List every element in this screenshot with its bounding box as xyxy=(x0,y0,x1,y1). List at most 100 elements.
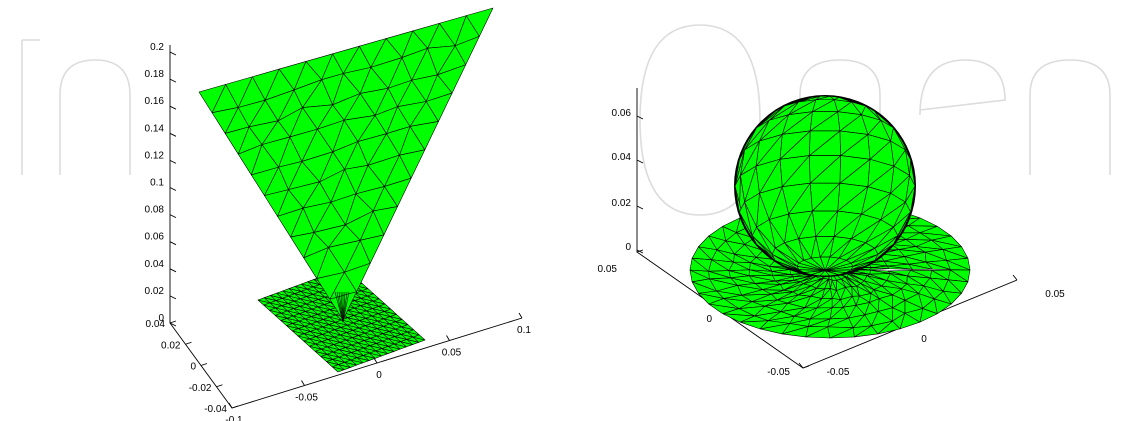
triangle-plate-mesh xyxy=(198,7,494,321)
mesh-triangle xyxy=(384,177,412,207)
watermark xyxy=(21,24,1111,216)
mesh-triangle xyxy=(908,263,933,270)
sphere-mesh xyxy=(734,95,916,277)
x-tick-mark xyxy=(798,362,804,369)
mesh-triangle xyxy=(946,260,971,271)
y-tick-label: -0.05 xyxy=(767,367,790,378)
feed-point-mesh xyxy=(334,291,350,323)
z-tick-mark xyxy=(636,115,644,120)
x-tick-label: 0.05 xyxy=(442,348,462,359)
mesh-triangle xyxy=(378,303,392,310)
z-tick-label: 0 xyxy=(625,242,631,253)
z-tick-label: 0.04 xyxy=(612,152,632,163)
y-tick-label: 0 xyxy=(190,362,196,373)
mesh-triangle xyxy=(372,206,398,236)
mesh-triangle xyxy=(897,211,911,236)
x-tick-mark xyxy=(301,380,305,386)
x-tick-label: -0.05 xyxy=(827,367,850,378)
z-tick-mark xyxy=(169,105,177,110)
mesh-triangle xyxy=(409,121,439,151)
y-tick-mark xyxy=(200,363,208,366)
mesh-triangle xyxy=(389,313,403,320)
feed-line xyxy=(342,291,346,323)
mesh-triangle xyxy=(401,324,414,331)
x-tick-label: -0.1 xyxy=(225,415,243,421)
z-tick-label: 0.04 xyxy=(145,259,165,270)
feed-line xyxy=(340,291,344,323)
mesh-triangle xyxy=(886,265,913,270)
z-tick-mark xyxy=(169,51,177,56)
z-tick-label: 0.2 xyxy=(150,42,164,53)
x-tick-mark xyxy=(446,335,450,341)
z-tick-label: 0.02 xyxy=(612,198,632,209)
mesh-triangle xyxy=(734,149,745,187)
mesh-triangle xyxy=(399,149,426,179)
mesh-triangle xyxy=(784,97,812,107)
y-tick-mark xyxy=(169,320,177,324)
feed-line xyxy=(342,291,350,323)
y-tick-mark xyxy=(231,405,239,409)
mesh-triangle xyxy=(412,334,426,341)
z-tick-mark xyxy=(636,205,644,210)
mesh-triangle xyxy=(359,234,385,264)
z-tick-label: 0.08 xyxy=(145,205,165,216)
mesh-triangle xyxy=(384,308,397,315)
mesh-triangle xyxy=(361,288,374,295)
z-tick-mark xyxy=(169,241,177,246)
y-tick-label: -0.02 xyxy=(189,383,212,394)
x-tick-mark xyxy=(228,402,233,409)
z-tick-label: 0.06 xyxy=(612,108,632,119)
mesh-triangle xyxy=(407,329,420,336)
x-tick-label: 0.1 xyxy=(517,325,531,336)
z-tick-mark xyxy=(169,78,177,83)
feed-line xyxy=(338,291,344,323)
feed-line xyxy=(342,291,348,323)
x-tick-label: 0 xyxy=(376,370,382,381)
y-tick-mark xyxy=(185,341,192,345)
z-tick-label: 0.16 xyxy=(145,96,165,107)
z-tick-mark xyxy=(169,187,177,191)
mesh-triangle xyxy=(395,319,409,325)
z-tick-mark xyxy=(169,159,177,164)
mesh-triangle xyxy=(344,262,371,292)
z-tick-mark xyxy=(169,132,177,137)
z-tick-mark xyxy=(169,322,177,327)
ground-plate-mesh xyxy=(257,267,426,373)
mesh-triangle xyxy=(852,254,879,267)
z-tick-label: 0.1 xyxy=(150,178,164,189)
x-tick-label: -0.05 xyxy=(295,393,318,404)
z-tick-mark xyxy=(169,268,177,273)
y-tick-label: 0 xyxy=(706,314,712,325)
mesh-triangle xyxy=(372,298,386,305)
mesh-triangle xyxy=(425,92,453,122)
y-tick-mark xyxy=(216,384,223,388)
z-tick-mark xyxy=(636,159,644,164)
mesh-triangle xyxy=(868,267,890,271)
z-tick-mark xyxy=(169,214,177,219)
z-tick-label: 0.02 xyxy=(145,286,165,297)
z-tick-mark xyxy=(169,295,177,300)
mesh-triangle xyxy=(367,293,380,300)
z-tick-label: 0.18 xyxy=(145,69,165,80)
y-tick-label: 0.02 xyxy=(161,340,181,351)
chart-antenna-plate: 0 0.02 0.04 0.06 0.08 0.1 0.12 0.14 0.16 0.18 0.2 -… xyxy=(145,7,531,421)
y-tick-label: -0.04 xyxy=(204,404,227,415)
feed-line xyxy=(334,291,344,323)
y-tick-label: 0.05 xyxy=(598,264,618,275)
mesh-triangle xyxy=(465,7,494,37)
z-tick-label: 0.12 xyxy=(145,150,165,161)
z-tick-label: 0.06 xyxy=(145,232,165,243)
x-tick-mark xyxy=(518,312,523,319)
mesh-triangle xyxy=(756,105,785,129)
z-tick-label: 0 xyxy=(158,313,164,324)
mesh-triangle xyxy=(877,235,899,255)
mesh-triangle xyxy=(437,64,467,94)
mesh-triangle xyxy=(925,261,951,270)
z-tick-label: 0.14 xyxy=(145,123,165,134)
z-tick-mark xyxy=(636,249,644,254)
x-tick-label: 0.05 xyxy=(1045,289,1065,300)
x-tick-mark xyxy=(1012,274,1018,281)
feed-line xyxy=(336,291,344,323)
